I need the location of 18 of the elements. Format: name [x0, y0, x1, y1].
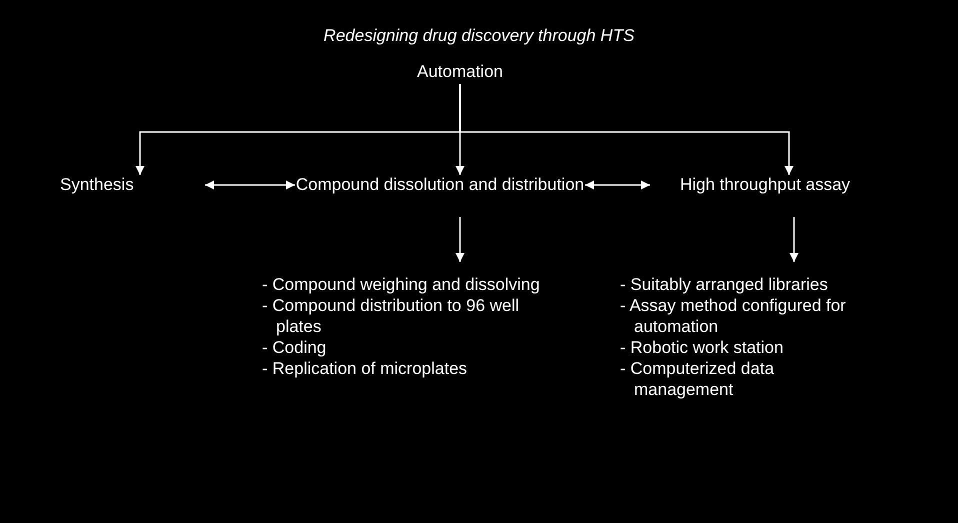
arrow [459, 84, 794, 175]
arrow [456, 217, 464, 262]
step-label: Synthesis [60, 175, 134, 195]
diagram-title: Redesigning drug discovery through HTS [322, 26, 636, 46]
arrow [585, 180, 650, 190]
list-item: - Compound weighing and dissolving [262, 274, 541, 295]
step-label: Automation [417, 62, 503, 82]
list-item: - Robotic work station [620, 337, 784, 358]
list-item: - Computerized data management [620, 358, 776, 400]
list-item: - Suitably arranged libraries [620, 274, 829, 295]
arrow [205, 180, 295, 190]
list-item: - Assay method configured for automation [620, 295, 847, 337]
list-item: - Compound distribution to 96 well plates [262, 295, 520, 337]
step-label: High throughput assay [680, 175, 850, 195]
arrow [790, 217, 798, 262]
list-item: - Replication of microplates [262, 358, 468, 379]
list-item: - Coding [262, 337, 328, 358]
step-label: Compound dissolution and distribution [296, 175, 584, 195]
